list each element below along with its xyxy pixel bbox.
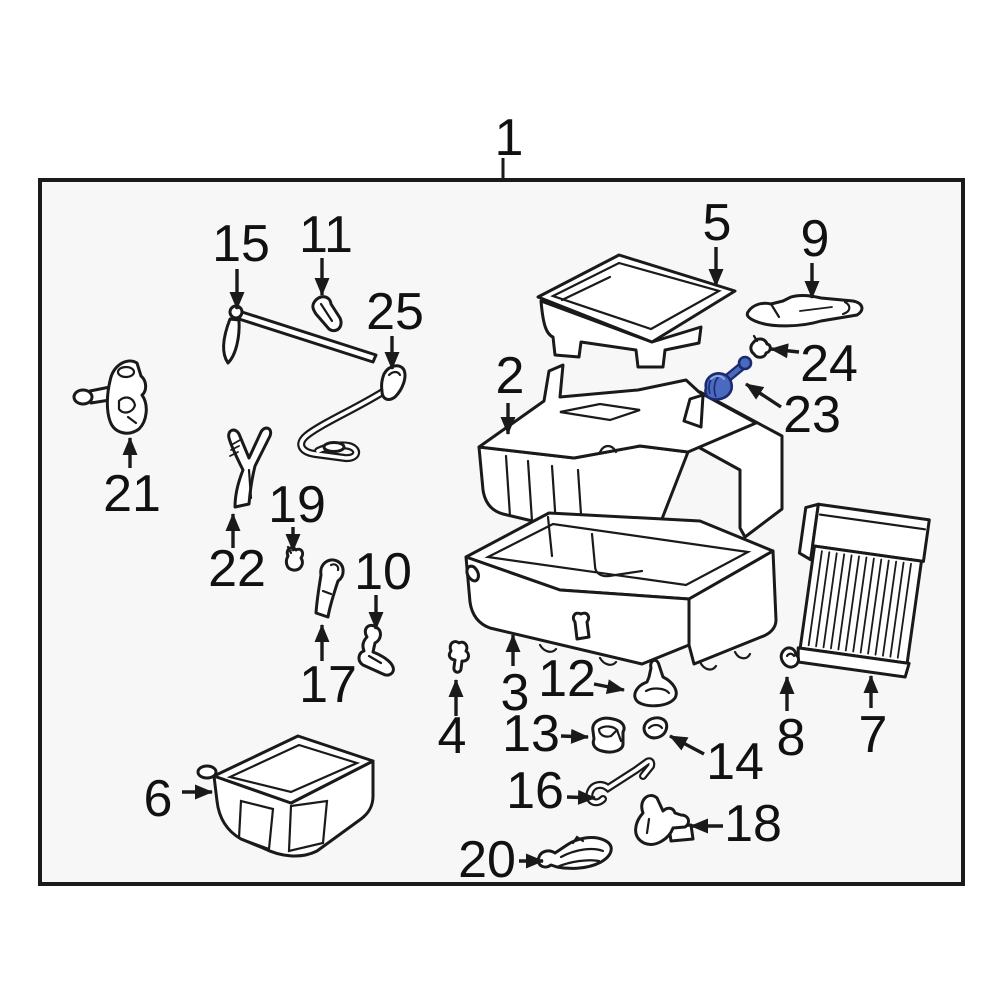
- callout-label-17[interactable]: 17: [299, 656, 357, 714]
- callout-label-8[interactable]: 8: [777, 709, 806, 767]
- callout-label-16[interactable]: 16: [506, 762, 564, 820]
- part-6-drawing: [196, 734, 375, 858]
- part-18-drawing: [634, 794, 695, 846]
- callout-arrows: [122, 158, 879, 869]
- callout-label-20[interactable]: 20: [458, 831, 516, 889]
- callout-arrow-12: [593, 679, 625, 695]
- callout-arrow-16: [566, 789, 596, 805]
- part-7-drawing: [796, 502, 931, 679]
- callout-arrow-13: [560, 728, 589, 744]
- callout-label-7[interactable]: 7: [859, 706, 888, 764]
- callout-label-12[interactable]: 12: [538, 650, 596, 708]
- callout-label-13[interactable]: 13: [502, 705, 560, 763]
- part-2-drawing: [477, 363, 784, 539]
- callout-label-19[interactable]: 19: [268, 476, 326, 534]
- callout-arrow-23: [745, 382, 782, 409]
- part-11-drawing: [311, 295, 343, 333]
- callout-arrow-24: [770, 343, 800, 359]
- part-15-drawing: [222, 304, 378, 365]
- callout-label-21[interactable]: 21: [103, 465, 161, 523]
- part-13-drawing: [591, 716, 626, 754]
- part-9-drawing: [745, 293, 864, 328]
- callout-label-18[interactable]: 18: [724, 795, 782, 853]
- part-12-drawing: [633, 658, 678, 708]
- callout-label-5[interactable]: 5: [703, 194, 732, 252]
- callout-label-24[interactable]: 24: [800, 335, 858, 393]
- callout-label-4[interactable]: 4: [438, 707, 467, 765]
- callout-label-22[interactable]: 22: [208, 540, 266, 598]
- callout-label-11[interactable]: 11: [299, 206, 353, 264]
- callout-arrow-14: [669, 734, 705, 756]
- callout-label-10[interactable]: 10: [354, 543, 412, 601]
- callout-label-15[interactable]: 15: [212, 215, 270, 273]
- callout-label-3[interactable]: 3: [501, 664, 530, 722]
- part-4-drawing: [447, 640, 471, 674]
- part-21-drawing: [72, 359, 148, 435]
- callout-label-9[interactable]: 9: [801, 210, 830, 268]
- callout-label-6[interactable]: 6: [144, 770, 173, 828]
- part-5-drawing: [536, 253, 737, 369]
- part-22-drawing: [227, 426, 273, 509]
- callout-labels: 1 2 3 4 5 6 7 8 9 10 11 12 13 14 15 16 1…: [103, 109, 887, 889]
- part-17-drawing: [314, 558, 345, 619]
- part-24-drawing: [749, 334, 772, 359]
- callout-label-1[interactable]: 1: [495, 109, 524, 167]
- callout-label-23[interactable]: 23: [783, 386, 841, 444]
- part-8-drawing: [779, 646, 801, 669]
- part-3-drawing: [464, 511, 778, 671]
- part-23-drawing-highlighted[interactable]: [704, 355, 753, 401]
- callout-label-25[interactable]: 25: [366, 283, 424, 341]
- callout-label-14[interactable]: 14: [706, 733, 764, 791]
- callout-label-2[interactable]: 2: [496, 347, 525, 405]
- part-14-drawing: [642, 716, 669, 740]
